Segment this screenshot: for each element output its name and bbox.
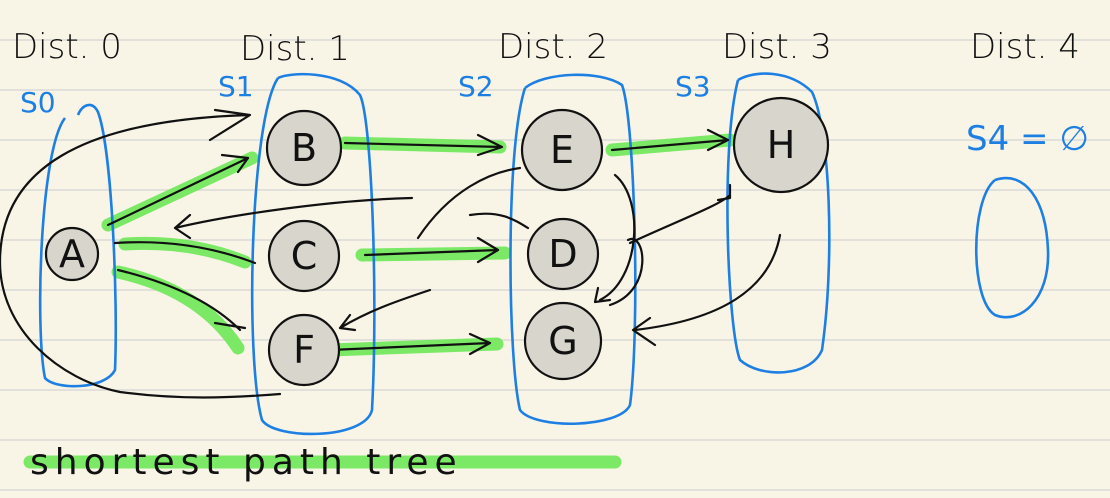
node-D: D xyxy=(526,217,600,291)
caption: shortest path tree xyxy=(30,442,463,483)
node-label: A xyxy=(59,232,85,276)
heading-dist-0: Dist. 0 xyxy=(12,27,122,67)
node-A: A xyxy=(44,226,100,282)
node-label: H xyxy=(767,123,796,167)
set-outlines xyxy=(38,72,1050,436)
set-label-s3: S3 xyxy=(675,70,711,103)
node-F: F xyxy=(267,313,341,387)
heading-dist-4: Dist. 4 xyxy=(970,27,1080,67)
heading-dist-1: Dist. 1 xyxy=(240,29,350,69)
heading-dist-3: Dist. 3 xyxy=(722,27,832,67)
node-H: H xyxy=(732,96,830,194)
node-label: E xyxy=(550,128,574,172)
node-G: G xyxy=(523,301,603,381)
set-label-s4: S4 = ∅ xyxy=(966,119,1089,159)
node-label: B xyxy=(291,126,317,170)
edges xyxy=(0,108,782,399)
node-label: D xyxy=(548,232,577,276)
set-label-s2: S2 xyxy=(458,70,494,103)
node-label: G xyxy=(548,319,577,363)
node-E: E xyxy=(520,108,604,192)
node-B: B xyxy=(265,109,343,187)
set-label-s0: S0 xyxy=(20,86,56,119)
heading-dist-2: Dist. 2 xyxy=(498,27,608,67)
set-label-s1: S1 xyxy=(218,70,254,103)
node-label: F xyxy=(293,328,315,372)
node-C: C xyxy=(267,219,341,293)
node-label: C xyxy=(291,234,318,278)
